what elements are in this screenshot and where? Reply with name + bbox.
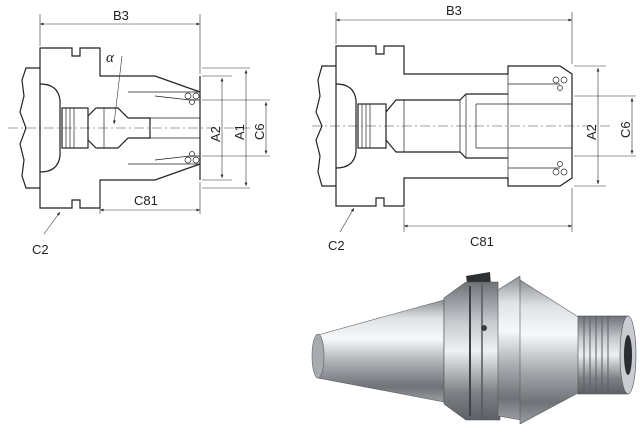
left-threaded-neck — [61, 107, 89, 149]
right-drawing: B3 A2 C6 C81 C2 — [312, 3, 636, 253]
photo-taper-end — [311, 333, 325, 379]
right-nut-lines — [507, 74, 560, 178]
photo-collet-nut — [577, 315, 629, 395]
right-nut-detail — [552, 76, 568, 176]
left-nut-detail — [184, 92, 200, 164]
left-rear-face — [19, 67, 40, 189]
right-label-a2: A2 — [584, 124, 599, 140]
left-alpha-leader — [112, 55, 123, 125]
photo-flange — [443, 281, 501, 421]
left-body-taper — [87, 107, 151, 149]
right-flange-outline — [335, 45, 573, 207]
left-flange-rim — [39, 83, 61, 173]
left-label-c2: C2 — [32, 242, 49, 257]
right-threaded-neck — [357, 103, 387, 149]
left-label-c6: C6 — [252, 123, 267, 140]
left-collet-cone — [128, 91, 200, 165]
left-flange-outline-lower — [39, 163, 201, 209]
right-label-c81: C81 — [470, 234, 494, 249]
left-flange-outline — [39, 47, 201, 93]
left-drawing: B3 α A2 A1 C6 C81 C2 — [8, 8, 270, 257]
photo-taper — [317, 299, 445, 403]
right-label-c6: C6 — [618, 121, 633, 138]
tool-holder-photo — [311, 272, 637, 425]
right-label-b3: B3 — [446, 3, 462, 18]
right-c2-leader — [339, 207, 355, 233]
left-label-c81: C81 — [134, 193, 158, 208]
left-label-a1: A1 — [232, 124, 247, 140]
right-rear-face — [315, 65, 336, 187]
left-label-alpha: α — [106, 50, 115, 66]
photo-body-collar — [497, 275, 523, 421]
right-flange-rim — [335, 83, 357, 169]
left-label-b3: B3 — [113, 8, 129, 23]
left-c2-leader — [43, 211, 61, 235]
left-label-a2: A2 — [208, 126, 223, 142]
photo-body-cone — [519, 279, 581, 425]
photo-nut-knurl — [583, 316, 609, 394]
photo-bore — [624, 335, 632, 375]
right-inner-bore — [465, 94, 572, 158]
right-label-c2: C2 — [328, 238, 345, 253]
photo-flange-hole — [481, 325, 487, 331]
